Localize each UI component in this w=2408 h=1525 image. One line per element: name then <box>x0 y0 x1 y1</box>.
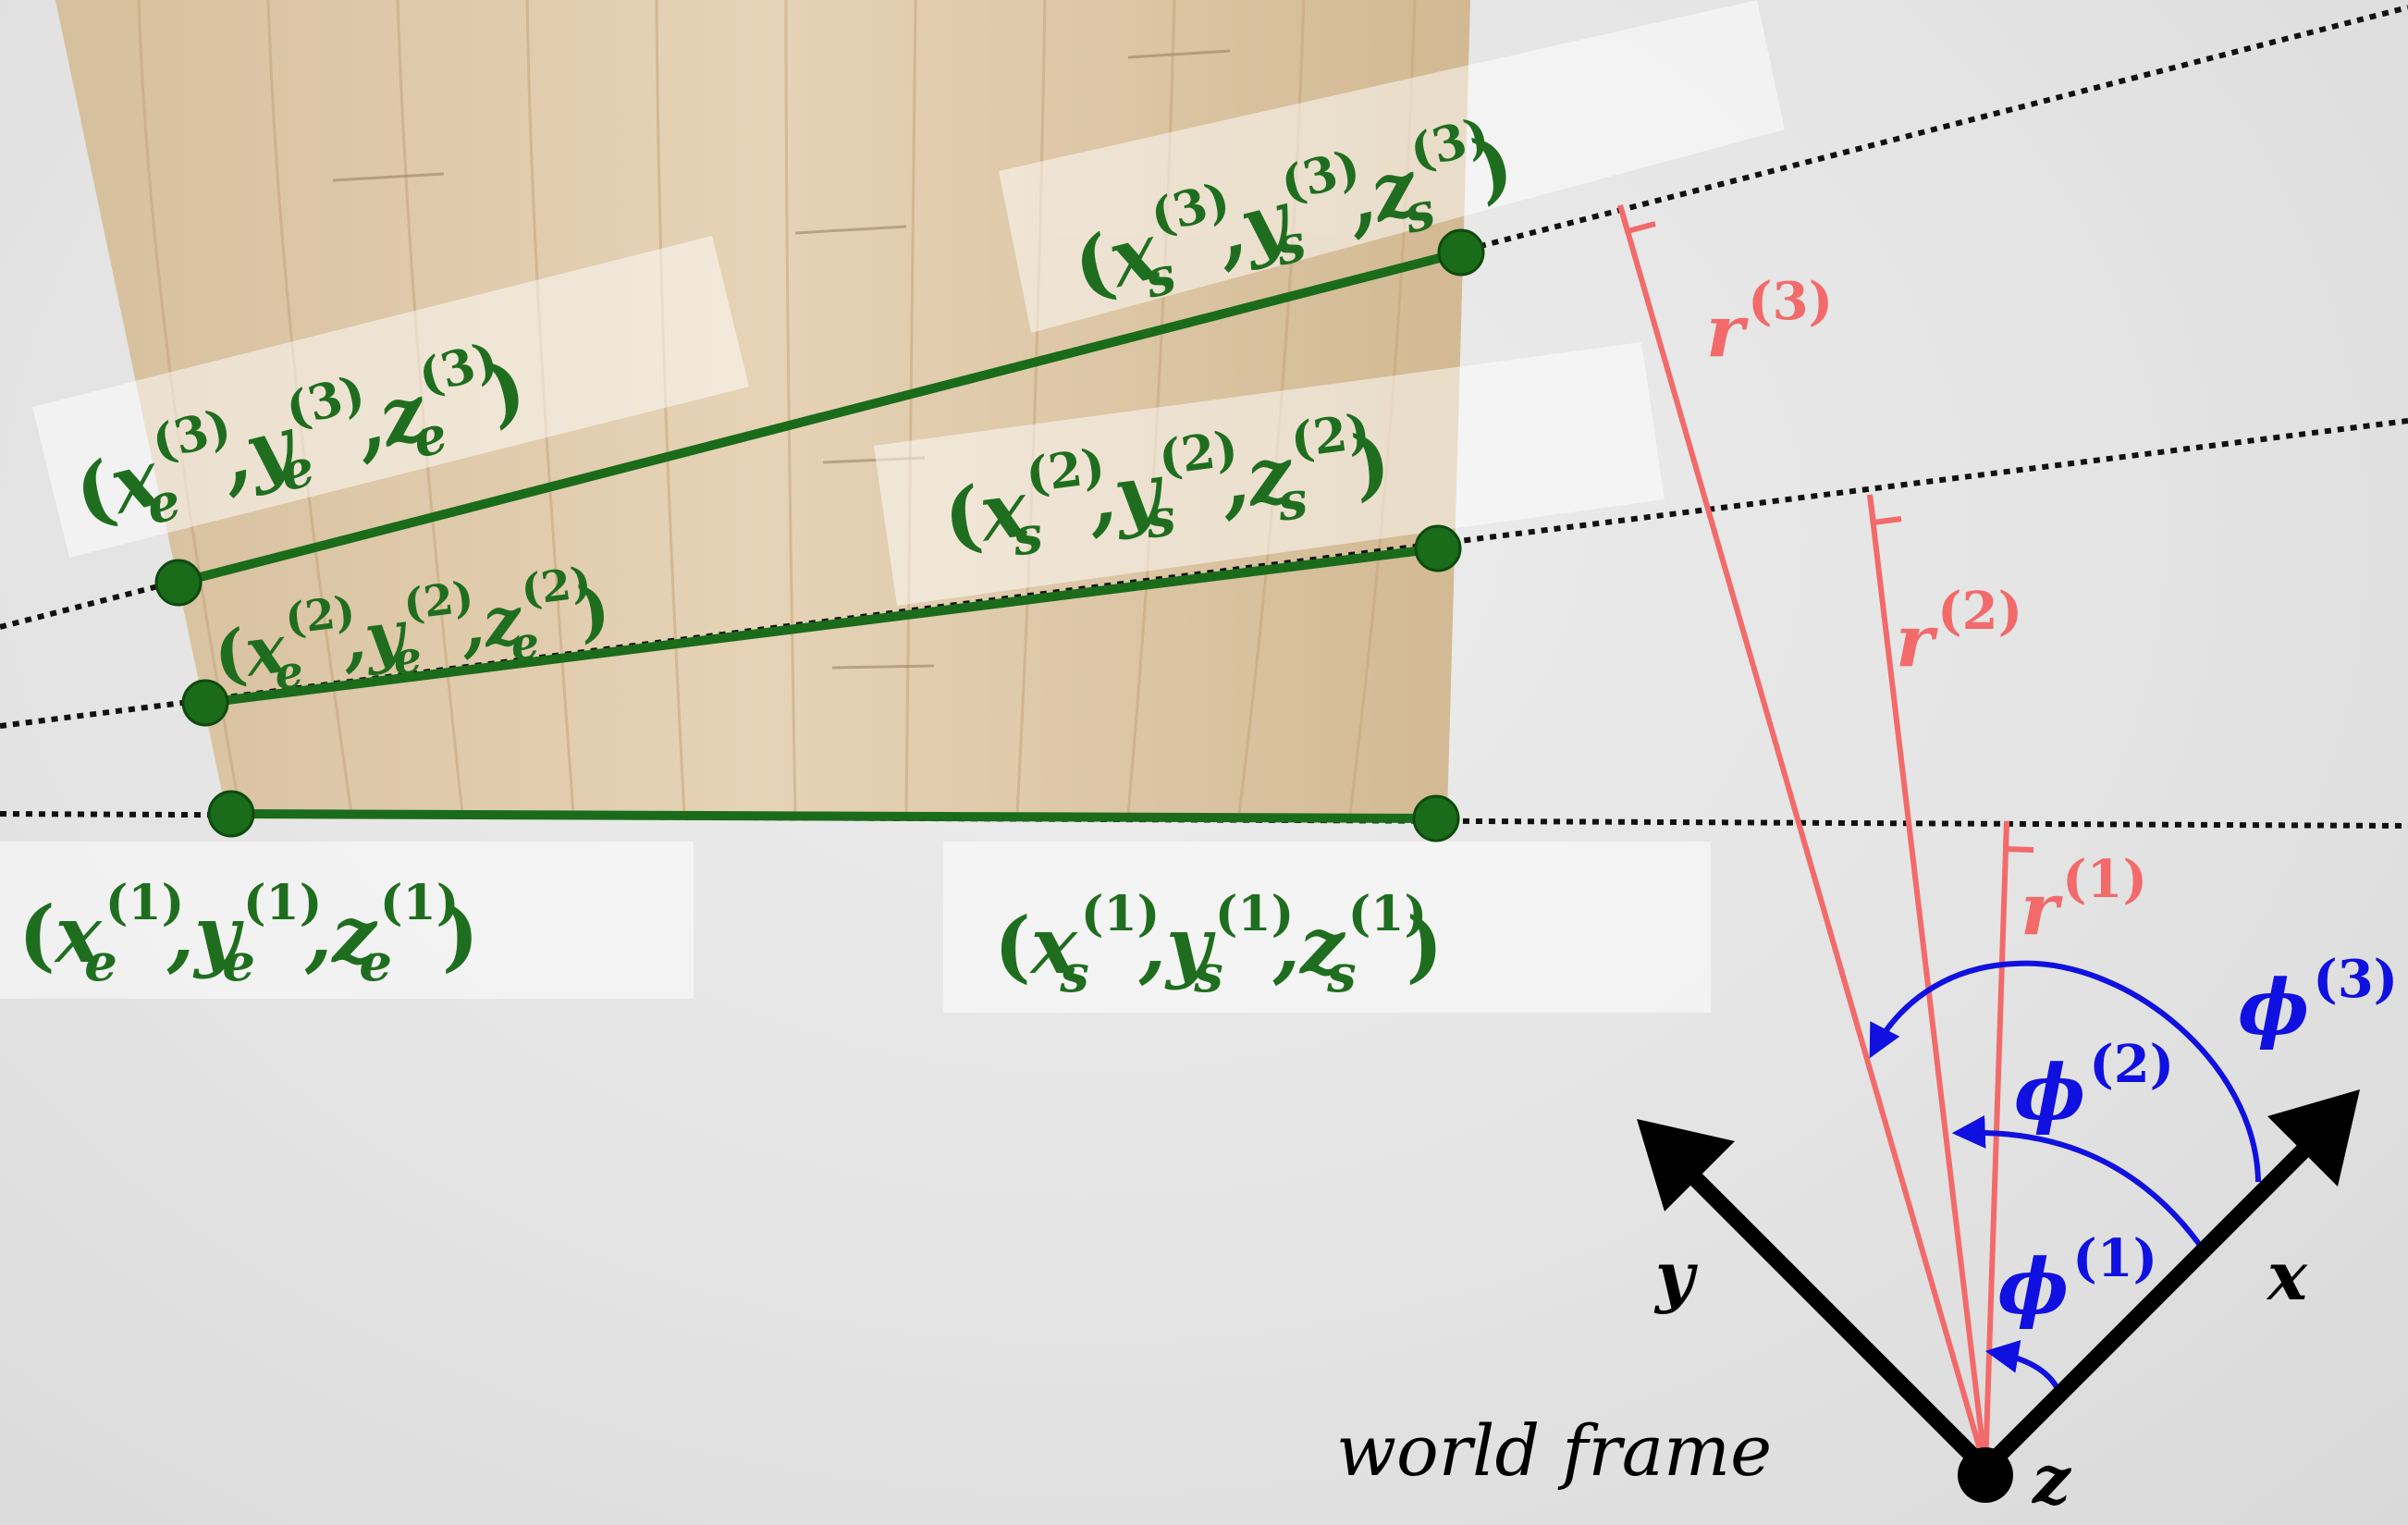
right-angle-2 <box>1867 494 1902 526</box>
endpoint-s3 <box>1437 228 1485 277</box>
radius-line-2 <box>1867 494 1988 1470</box>
y-axis-arrowhead <box>1637 1119 1735 1211</box>
line-segments <box>174 248 1466 823</box>
endpoint-e1 <box>207 790 255 838</box>
label-box-end-3 <box>32 236 749 558</box>
radius-label-3: r(3) <box>1706 271 1833 374</box>
segment-3 <box>174 248 1466 587</box>
endpoint-e2 <box>181 679 229 727</box>
angle-arc-3 <box>1869 960 2261 1183</box>
y-axis <box>1672 1155 1992 1475</box>
label-backgrounds <box>0 0 1785 1013</box>
endpoint-s1 <box>1412 794 1460 842</box>
radius-line-3 <box>1617 204 1988 1470</box>
x-axis <box>1979 1126 2328 1475</box>
angle-arc-2 <box>1951 1114 2202 1246</box>
segment-endpoints <box>154 228 1485 842</box>
x-axis-arrowhead <box>2267 1089 2360 1187</box>
radius-labels: r(1) r(2) r(3) <box>1706 271 2147 952</box>
coordinate-labels: (x(1)e,y(1)e,z(1)e) (x(1)s,y(1)s,z(1)s) … <box>18 107 1522 1004</box>
radius-label-1: r(1) <box>2021 849 2147 952</box>
endpoint-e3 <box>154 559 203 607</box>
angle-label-3: ϕ(3) <box>2238 949 2398 1052</box>
world-frame-axes <box>1672 1126 2328 1475</box>
angle-label-1: ϕ(1) <box>1997 1228 2157 1332</box>
angle-arc-1 <box>1984 1339 2063 1396</box>
right-angle-3 <box>1617 204 1656 235</box>
axis-arrowheads <box>1637 1089 2360 1211</box>
segment-1 <box>227 809 1441 823</box>
label-box-start-3 <box>999 0 1785 333</box>
origin-point <box>1958 1447 2013 1503</box>
label-start-1: (x(1)s,y(1)s,z(1)s) <box>994 886 1443 1004</box>
label-box-start-2 <box>874 342 1665 606</box>
label-end-1: (x(1)e,y(1)e,z(1)e) <box>18 875 479 993</box>
endpoint-s2 <box>1414 524 1462 572</box>
x-axis-label: x <box>2266 1236 2308 1315</box>
world-frame-label: world frame <box>1336 1409 1772 1492</box>
segment-2 <box>201 544 1443 707</box>
label-box-start-1 <box>943 842 1711 1013</box>
y-axis-label: y <box>1653 1236 1698 1315</box>
label-box-end-1 <box>0 842 694 999</box>
angle-labels: ϕ(1) ϕ(2) ϕ(3) <box>1997 949 2398 1332</box>
radius-line-1 <box>1983 820 2009 1470</box>
radius-label-2: r(2) <box>1896 581 2022 683</box>
right-angle-1 <box>2002 820 2034 853</box>
axis-labels: x y z <box>1653 1236 2308 1519</box>
angle-label-2: ϕ(2) <box>2014 1034 2174 1138</box>
z-axis-label: z <box>2031 1440 2072 1519</box>
